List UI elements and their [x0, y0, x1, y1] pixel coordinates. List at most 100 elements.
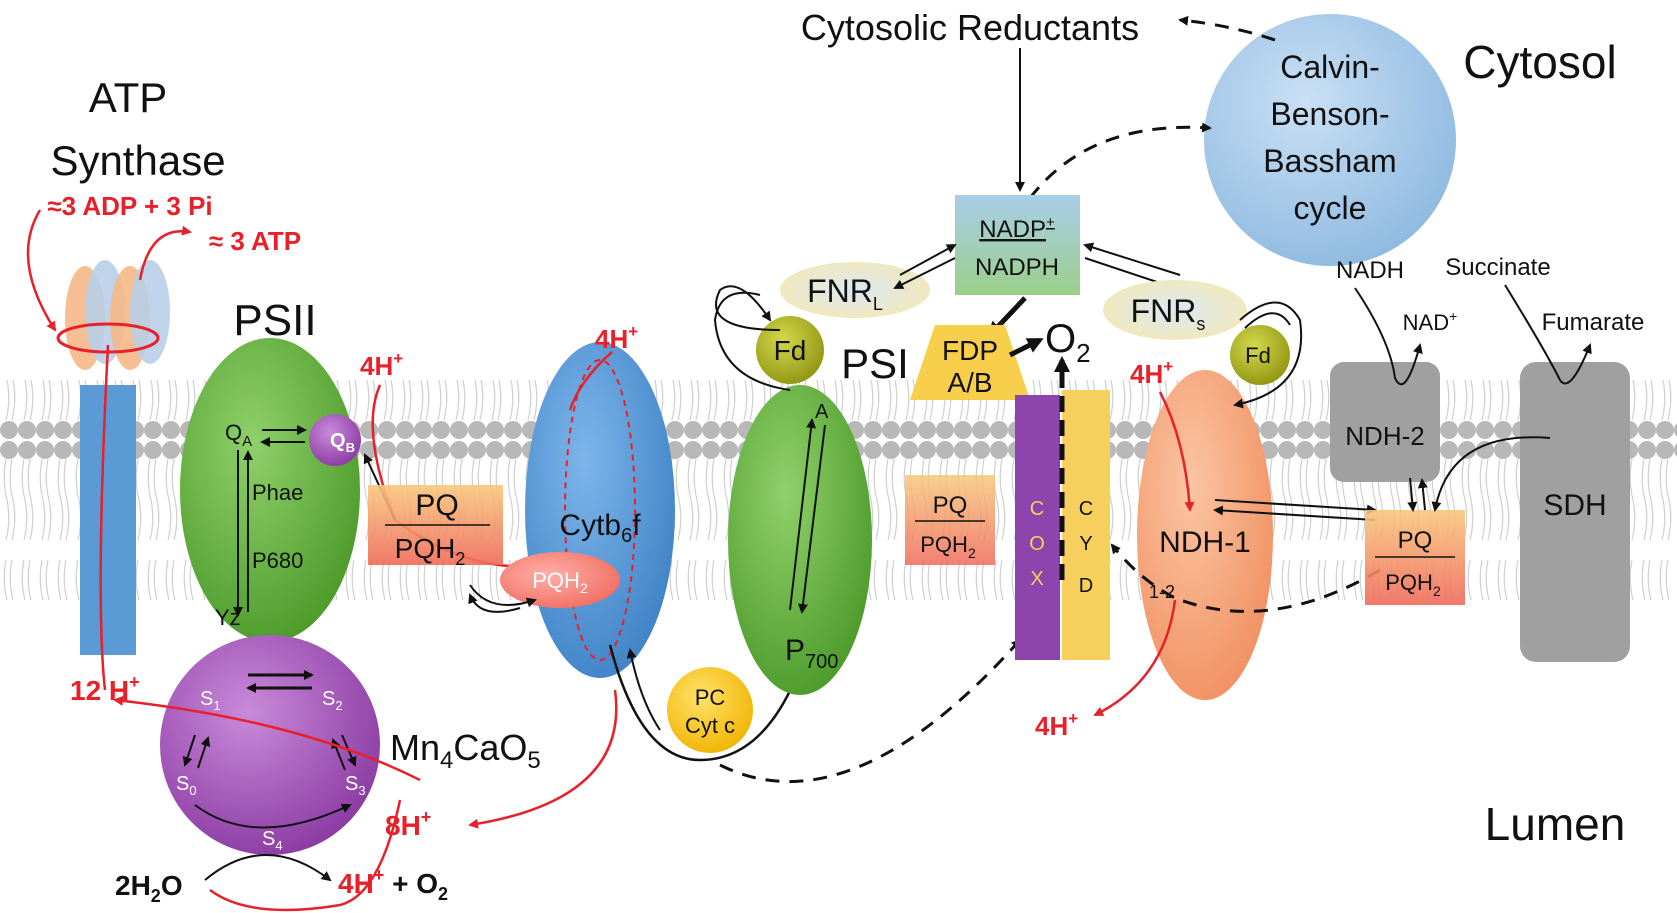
h8-label: 8H — [385, 810, 421, 841]
svg-text:2H2O: 2H2O — [115, 870, 183, 906]
proton-through-atpase — [99, 344, 110, 691]
h4-psii-label: 4H — [360, 351, 393, 381]
fdp-ab: FDP A/B — [910, 325, 1030, 400]
svg-text:NADP+: NADP+ — [979, 214, 1055, 243]
atp-synthase-line2: Synthase — [50, 137, 225, 184]
atp-arrow — [138, 225, 192, 281]
pqh2-label-1: PQH — [395, 533, 456, 564]
sdh-complex: SDH — [1520, 362, 1630, 662]
svg-text:Mn4CaO5: Mn4CaO5 — [390, 727, 541, 774]
yz-label: Yz — [215, 605, 241, 630]
water-proton-curve — [209, 799, 402, 912]
fnrl-label: FNR — [807, 273, 873, 309]
cbb-to-reductants-arrow — [1178, 15, 1276, 42]
svg-text:4H+: 4H+ — [595, 322, 638, 354]
cbb-line2: Benson- — [1270, 96, 1389, 132]
nad-label: NAD — [1403, 310, 1449, 335]
fdp-line2: A/B — [947, 367, 992, 398]
cox-c: C — [1030, 498, 1044, 520]
svg-text:NAD+: NAD+ — [1403, 308, 1458, 335]
svg-text:S4: S4 — [262, 828, 283, 853]
cyd-y: Y — [1079, 533, 1092, 555]
h4-ndh-bottom-label: 4H — [1035, 711, 1068, 741]
nadph-label: NADPH — [975, 254, 1059, 281]
cytosolic-reductants-label: Cytosolic Reductants — [801, 7, 1139, 48]
ndh1-label: NDH-1 — [1159, 526, 1251, 559]
svg-text:Cytb6f: Cytb6f — [559, 509, 641, 547]
svg-text:4H+: 4H+ — [1130, 357, 1173, 389]
atp-label: ≈ 3 ATP — [209, 226, 301, 256]
pq-label-3: PQ — [1398, 527, 1433, 554]
psii-label: PSII — [233, 296, 316, 345]
h4-ndh-top-label: 4H — [1130, 359, 1163, 389]
water-label: 2H — [115, 870, 151, 901]
nadph-to-cbb-arrow — [1028, 122, 1212, 199]
pc-to-cox-arrow — [719, 638, 1022, 784]
sdh-to-pq-arrow — [1431, 436, 1551, 512]
adp-arrow — [26, 209, 57, 332]
mn-cluster: Mn4CaO5 S1 S2 S0 S3 S4 — [160, 635, 541, 855]
fd-ndh: Fd — [1230, 325, 1290, 385]
ndh2-complex: NDH-2 — [1330, 362, 1440, 482]
fd-label-1: Fd — [774, 335, 807, 366]
p700-label: P — [785, 634, 805, 667]
ndh2-label: NDH-2 — [1345, 421, 1424, 451]
qb-label: Q — [330, 430, 346, 452]
phae-label: Phae — [252, 480, 303, 505]
p680-label: P680 — [252, 548, 303, 573]
svg-text:4H+ + O2: 4H+ + O2 — [338, 865, 448, 904]
pq-to-cyd-arrow — [1110, 543, 1381, 613]
lumen-label: Lumen — [1485, 798, 1626, 850]
o2-label: O — [1045, 317, 1076, 361]
pqh2-label-3: PQH — [920, 532, 968, 557]
cyd-d: D — [1079, 575, 1093, 597]
fd-psi: Fd — [756, 316, 824, 384]
mn-label: Mn — [390, 727, 440, 768]
cox-cyd: C O X C Y D — [1015, 390, 1110, 660]
svg-text:S3: S3 — [345, 773, 366, 798]
svg-text:FNRL: FNRL — [807, 273, 883, 314]
svg-text:8H+: 8H+ — [385, 807, 431, 841]
cytosol-label: Cytosol — [1463, 36, 1616, 88]
cox-o: O — [1029, 533, 1045, 555]
pc-label: PC — [695, 685, 726, 710]
ndh1-complex: NDH-1 1-2 — [1137, 370, 1273, 700]
svg-text:S0: S0 — [176, 773, 197, 798]
cyd-c: C — [1079, 498, 1093, 520]
cbb-line1: Calvin- — [1280, 49, 1380, 85]
nadh-label: NADH — [1336, 257, 1404, 284]
cytc-label: Cyt c — [685, 713, 735, 738]
cbb-line4: cycle — [1294, 190, 1367, 226]
fnr-s: FNRs — [1103, 280, 1247, 340]
h4-cytb6f-label: 4H — [595, 324, 628, 354]
s2-label: S — [322, 688, 335, 710]
fumarate-label: Fumarate — [1542, 309, 1645, 336]
psii-complex: PSII QA Phae P680 Yz QB — [180, 296, 361, 642]
succinate-label: Succinate — [1445, 254, 1550, 281]
svg-text:FNRs: FNRs — [1131, 293, 1206, 334]
svg-text:O2: O2 — [1045, 317, 1091, 368]
fdp-line1: FDP — [942, 335, 998, 366]
calvin-benson-bassham-cycle: Calvin- Benson- Bassham cycle — [1204, 14, 1456, 266]
psi-complex: PSI A P700 — [728, 340, 909, 695]
svg-text:4H+: 4H+ — [1035, 709, 1078, 741]
cytb6f-complex: Cytb6f PQH2 — [500, 342, 675, 678]
cbb-line3: Bassham — [1263, 143, 1396, 179]
fnrs-label: FNR — [1131, 293, 1197, 329]
cox-x: X — [1030, 568, 1043, 590]
svg-text:PQH2: PQH2 — [395, 533, 466, 569]
svg-text:PQH2: PQH2 — [532, 568, 588, 596]
s0-label: S — [176, 773, 189, 795]
qa-sub: A — [242, 433, 252, 450]
pq-pool-middle: PQ PQH2 — [905, 475, 995, 565]
svg-text:S1: S1 — [200, 688, 221, 713]
water-split-arrow — [204, 854, 332, 882]
svg-text:QA: QA — [225, 420, 252, 450]
adp-pi-label: ≈3 ADP + 3 Pi — [47, 191, 212, 221]
svg-text:QB: QB — [330, 430, 355, 455]
pq-pool-psii: PQ PQH2 — [368, 485, 503, 569]
fnr-l: FNRL — [780, 262, 930, 318]
cytb6f-protons-curve — [468, 689, 618, 829]
s1-label: S — [200, 688, 213, 710]
